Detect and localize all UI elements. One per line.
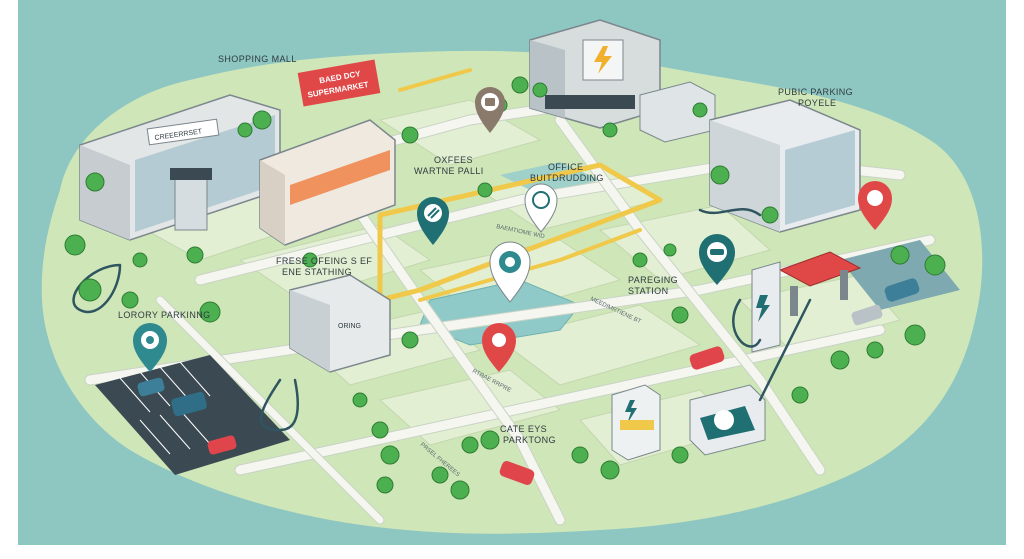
parked-car-red (207, 435, 237, 455)
label-cafe-parking: CATE EYS (500, 424, 547, 434)
label-public-parking: PUBIC PARKING (778, 87, 853, 97)
location-icon (867, 190, 883, 206)
label-free-ev-station-2: ENE STATHING (282, 267, 352, 277)
camera-icon (485, 98, 495, 106)
label-public-parking-2: POYELE (798, 98, 836, 108)
label-office-2: BUITDRUDDING (530, 173, 604, 183)
car-blue-right (884, 278, 920, 302)
label-free-ev-station: FRESE OFEING S EF (276, 256, 372, 266)
supermarket (170, 119, 396, 246)
pin-red-center[interactable] (482, 323, 516, 372)
ev-icon (146, 336, 154, 344)
label-parking-station: PAREGING (628, 275, 678, 285)
gas-station-red-roof (751, 251, 862, 353)
label-parking-station-2: STATION (628, 286, 668, 296)
pin-center[interactable] (489, 241, 531, 303)
pin-charging-white[interactable] (524, 183, 558, 233)
parking-lot (95, 355, 290, 475)
car-grey-right (851, 304, 883, 326)
label-coffee: OXFEES (434, 155, 473, 165)
trees (64, 76, 946, 500)
charging-cables (72, 208, 812, 432)
label-office: OFFICE (548, 162, 583, 172)
public-parking-building (709, 99, 861, 233)
charging-tower (529, 19, 661, 129)
label-lorory-parking: LORORY PARKINNG (118, 310, 211, 320)
pin-lorory[interactable] (133, 323, 167, 372)
pin-camera[interactable] (475, 87, 505, 133)
parked-truck-blue (171, 391, 207, 417)
location-icon (492, 333, 506, 347)
office-small-building: ORING (289, 274, 391, 373)
ev-sign-board (689, 384, 766, 456)
car-icon (532, 191, 550, 209)
parked-car-blue (137, 377, 165, 397)
car-red-road (689, 346, 725, 370)
pin-red-right[interactable] (858, 181, 892, 230)
ev-icon (505, 257, 515, 267)
label-shopping-mall: SHOPPING MALL (218, 54, 297, 64)
plug-icon (427, 207, 440, 219)
pin-parking-station[interactable] (699, 234, 735, 285)
supermarket-billboard: BAED DCY SUPERMARKET (297, 59, 381, 107)
ev-charger-bottom (611, 384, 661, 461)
small-building-sign: ORING (338, 323, 361, 330)
car-red-bottom (499, 461, 535, 485)
label-coffee-2: WARTNE PALLI (414, 166, 484, 176)
pin-charging-teal[interactable] (417, 197, 449, 245)
label-cafe-parking-2: PARKTONG (503, 435, 556, 445)
car-icon (710, 249, 724, 255)
